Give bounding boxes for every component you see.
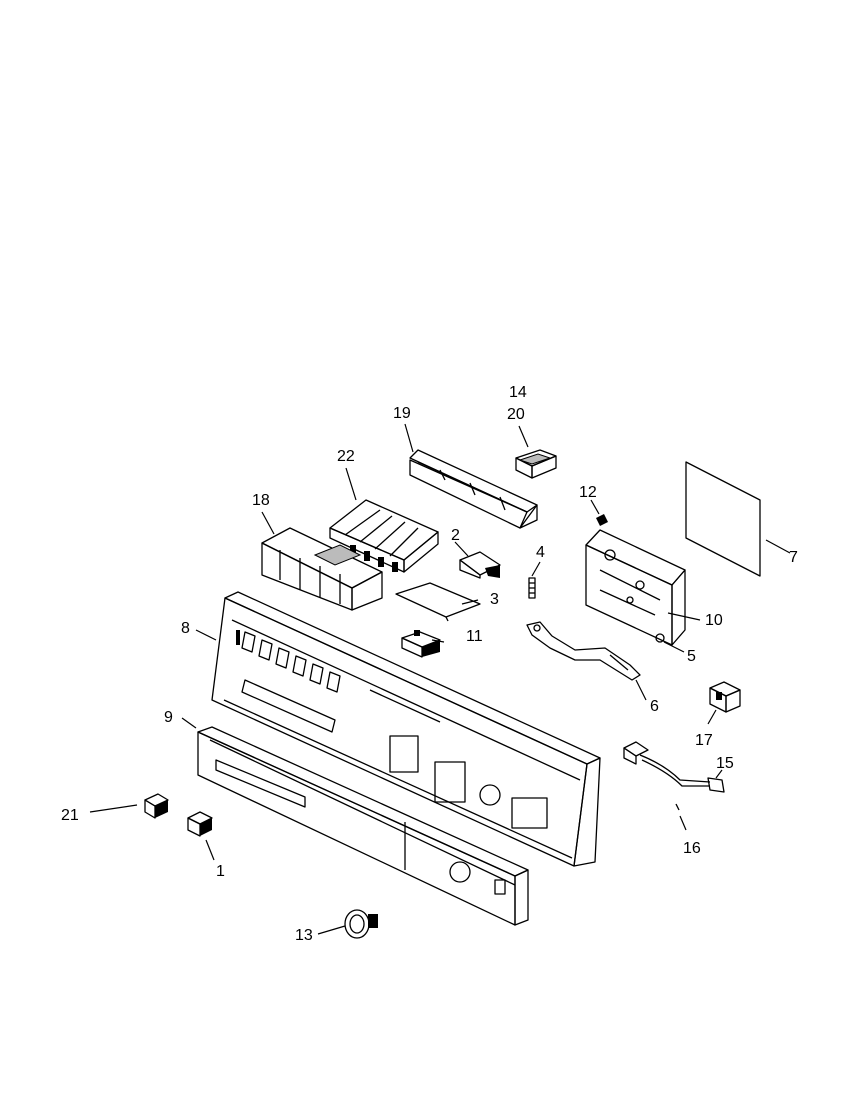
- part-16-screw: [675, 803, 680, 811]
- callout-1: 1: [216, 863, 225, 880]
- part-6-harness: [526, 621, 641, 681]
- callout-7: 7: [789, 549, 798, 566]
- part-14-20-module: [515, 449, 557, 479]
- part-11-switch: [401, 630, 441, 658]
- part-4-spring: [528, 577, 536, 599]
- callout-2: 2: [451, 527, 460, 544]
- callout-5: 5: [687, 648, 696, 665]
- callout-labels: 14 20 19 22 18 12 2 4 7 3 10 8 11 5 6 9 …: [61, 384, 798, 944]
- part-3-plate: [395, 582, 481, 622]
- part-22-switch-bank: [329, 499, 439, 573]
- part-8-console: [211, 591, 601, 867]
- callout-6: 6: [650, 698, 659, 715]
- part-13-knob: [344, 909, 378, 939]
- callout-10: 10: [705, 612, 723, 629]
- callout-14: 14: [509, 384, 527, 401]
- part-1-cap: [187, 811, 213, 837]
- callout-11: 11: [466, 628, 483, 645]
- part-9-front-panel: [197, 726, 529, 926]
- callout-17: 17: [695, 732, 713, 749]
- part-18-frame: [261, 527, 383, 611]
- part-10-controller: [585, 529, 686, 646]
- callout-15: 15: [716, 755, 734, 772]
- part-12-screw: [596, 514, 608, 526]
- part-17-switch: [709, 681, 741, 713]
- callout-19: 19: [393, 405, 411, 422]
- part-19-shield: [409, 449, 538, 529]
- callout-20: 20: [507, 406, 525, 423]
- callout-22: 22: [337, 448, 355, 465]
- callout-13: 13: [295, 927, 313, 944]
- callout-8: 8: [181, 620, 190, 637]
- callout-12: 12: [579, 484, 597, 501]
- leader-lines: [89, 423, 791, 935]
- part-2-bracket: [459, 551, 501, 579]
- part-7-sheet: [685, 461, 761, 577]
- part-15-harness: [623, 741, 725, 793]
- callout-18: 18: [252, 492, 270, 509]
- callout-9: 9: [164, 709, 173, 726]
- part-21-cap: [144, 793, 169, 819]
- callout-21: 21: [61, 807, 79, 824]
- callout-16: 16: [683, 840, 701, 857]
- callout-4: 4: [536, 544, 545, 561]
- callout-3: 3: [490, 591, 499, 608]
